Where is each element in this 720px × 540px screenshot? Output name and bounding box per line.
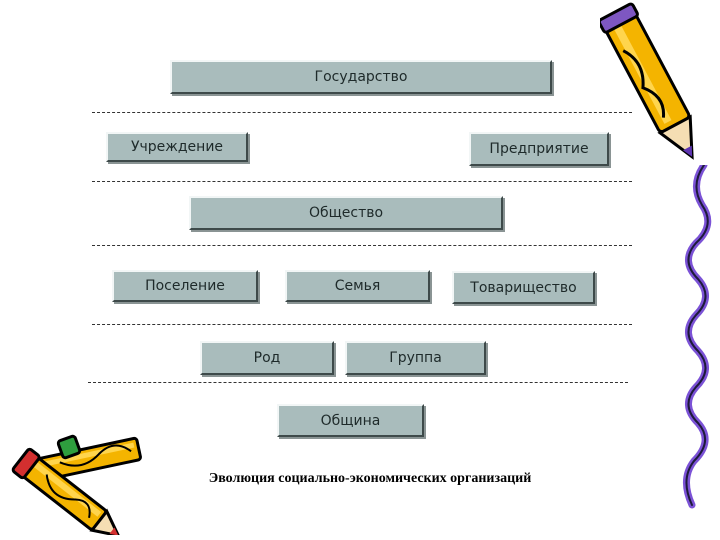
level-separator	[92, 112, 632, 113]
squiggle-line-icon	[683, 165, 712, 509]
node-predpriyatie: Предприятие	[469, 132, 609, 166]
node-gruppa: Группа	[345, 341, 486, 375]
node-obshchina: Община	[277, 404, 424, 437]
node-uchrezhdenie: Учреждение	[106, 132, 248, 162]
node-gosudarstvo: Государство	[170, 60, 552, 94]
pencils-icon	[11, 434, 142, 535]
pencil-icon	[600, 2, 694, 160]
level-separator	[92, 324, 632, 325]
node-obshchestvo: Общество	[189, 196, 503, 230]
level-separator	[92, 181, 632, 182]
level-separator	[92, 245, 632, 246]
level-separator	[88, 382, 628, 383]
node-poselenie: Поселение	[112, 270, 258, 302]
node-rod: Род	[200, 341, 334, 375]
diagram-caption: Эволюция социально-экономических организ…	[208, 471, 532, 486]
node-tovarishchestvo: Товарищество	[452, 271, 595, 304]
node-semya: Семья	[285, 270, 430, 302]
